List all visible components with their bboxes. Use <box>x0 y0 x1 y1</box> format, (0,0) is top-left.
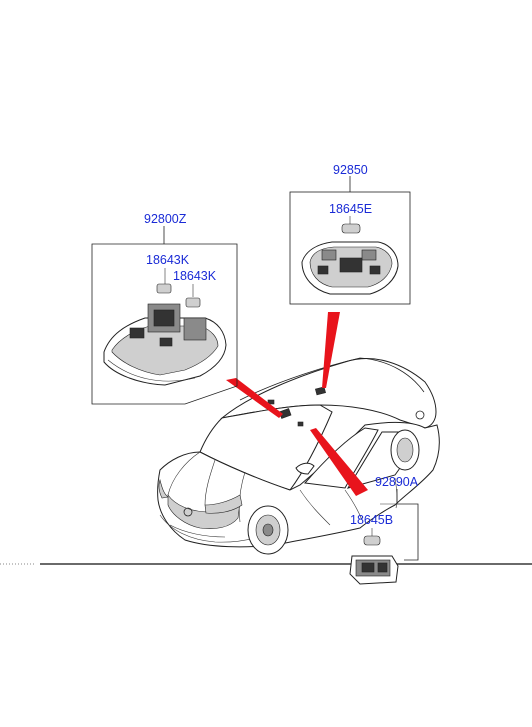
part-label-18645E[interactable]: 18645E <box>329 202 372 216</box>
bulb-18645E-icon <box>341 223 361 234</box>
part-label-18643K-b[interactable]: 18643K <box>173 269 217 283</box>
part-label-18645B[interactable]: 18645B <box>350 513 393 527</box>
red-pointer-arrows <box>226 312 368 496</box>
front-lamp-group: 92800Z 18643K 18643K <box>91 212 238 405</box>
bulb-18645B-icon <box>363 535 381 546</box>
center-lamp-group: 92850 18645E <box>289 163 411 305</box>
part-label-92800Z[interactable]: 92800Z <box>144 212 187 226</box>
room-lamp-icon <box>301 241 399 295</box>
pointer-front-lamp <box>226 378 283 418</box>
car-illustration <box>157 357 440 555</box>
part-label-92890A[interactable]: 92890A <box>375 475 419 489</box>
pointer-center-lamp <box>322 312 340 388</box>
vanity-lamp-icon <box>349 555 399 585</box>
part-label-92850[interactable]: 92850 <box>333 163 368 177</box>
pointer-vanity-lamp <box>310 428 368 496</box>
overhead-console-lamp-icon <box>103 303 227 386</box>
vanity-lamp-group: 92890A 18645B <box>349 475 419 585</box>
part-label-18643K-a[interactable]: 18643K <box>146 253 190 267</box>
bulb-18643K-icon <box>185 297 201 308</box>
bulb-18643K-icon <box>156 283 172 294</box>
